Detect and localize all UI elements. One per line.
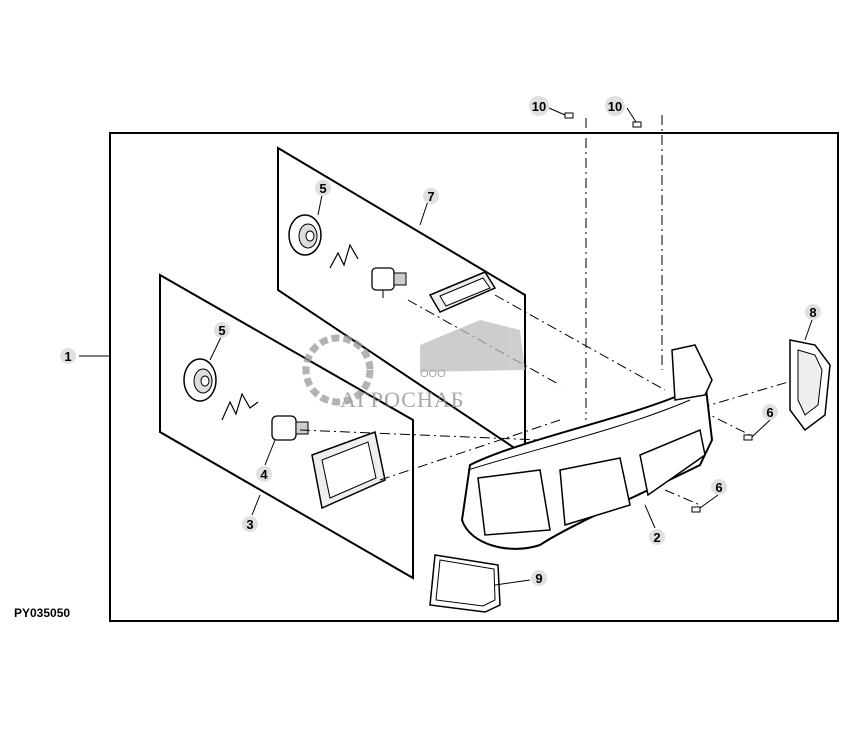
callout-1: 1 [60,348,76,364]
headlamp-lower [311,430,386,510]
callout-label: 2 [653,530,660,545]
lens-cover [429,554,501,613]
callout-2: 2 [649,529,665,545]
callout-9: 9 [531,570,547,586]
gear-icon [302,334,374,406]
callout-label: 10 [532,99,546,114]
callout-label: 8 [809,305,816,320]
harvester-icon [420,320,525,372]
callout-label: 7 [427,189,434,204]
leaders [209,107,813,586]
spring-clip-lower [221,392,259,421]
headlamp-upper [428,271,497,313]
callout-label: 4 [260,467,268,482]
callout-label: 5 [218,323,225,338]
callout-6-lower: 6 [711,479,727,495]
callout-label: 6 [715,480,722,495]
spring-clip-upper [329,243,359,269]
callout-label: 10 [608,99,622,114]
callout-8: 8 [805,304,821,320]
watermark-prefix: ООО [420,368,446,380]
bulb-lower [271,415,309,441]
callout-label: 1 [64,349,71,364]
bulb-cap-lower [183,358,217,402]
watermark: ООО АГРОСНАБ [302,320,525,412]
figure-id: PY035050 [14,606,71,620]
callout-3: 3 [242,516,258,532]
grille-fascia [460,344,714,550]
callout-label: 6 [766,405,773,420]
callout-4: 4 [256,466,272,482]
bulb-cap-upper [288,214,322,256]
callout-5-lower: 5 [214,322,230,338]
callout-6-right: 6 [762,404,778,420]
callout-label: 9 [535,571,542,586]
callout-10-right: 10 [605,96,625,116]
callout-5-upper: 5 [315,180,331,196]
callout-label: 5 [319,181,326,196]
callout-10-left: 10 [529,96,549,116]
callout-7: 7 [423,188,439,204]
side-bracket [789,339,831,432]
lower-lamp-panel [159,273,414,580]
callout-label: 3 [246,517,253,532]
bulb-upper [371,267,407,298]
watermark-brand: АГРОСНАБ [340,387,464,412]
screws [564,112,753,513]
diagram-frame [109,132,839,622]
